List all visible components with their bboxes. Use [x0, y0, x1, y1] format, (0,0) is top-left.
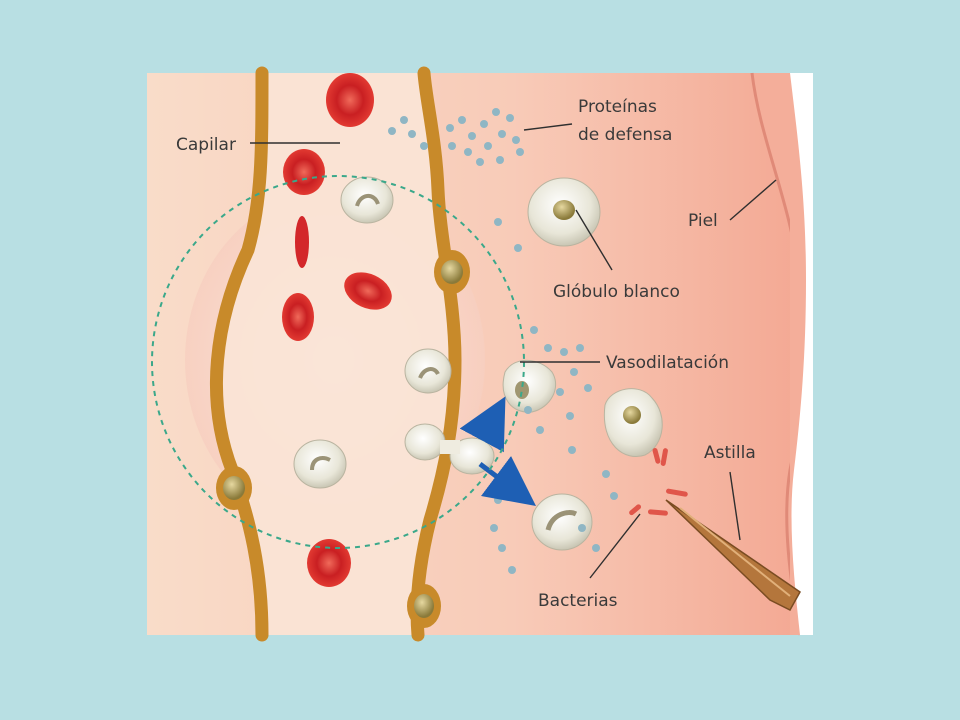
white-blood-cell	[527, 177, 601, 247]
label-astilla: Astilla	[704, 443, 756, 463]
white-blood-cell	[293, 439, 347, 489]
label-proteinas-2: de defensa	[578, 125, 672, 145]
label-piel: Piel	[688, 211, 718, 231]
white-blood-cells	[293, 176, 663, 551]
labels: Capilar Proteínas de defensa Piel Glóbul…	[176, 97, 756, 611]
white-blood-cell	[340, 176, 394, 224]
label-bacterias: Bacterias	[538, 591, 618, 611]
red-blood-cell	[283, 149, 325, 195]
splinter	[665, 499, 801, 611]
red-blood-cell	[307, 539, 351, 587]
label-vasodilatacion: Vasodilatación	[606, 353, 729, 373]
label-proteinas-1: Proteínas	[578, 97, 657, 117]
capillary-lumen	[216, 73, 455, 635]
leader-lines	[250, 123, 777, 579]
label-globulo-blanco: Glóbulo blanco	[553, 282, 680, 302]
defense-proteins	[388, 108, 618, 574]
label-capilar: Capilar	[176, 135, 236, 155]
red-blood-cell	[295, 216, 309, 268]
migration-arrows	[459, 396, 536, 506]
white-blood-cell	[404, 348, 452, 394]
white-blood-cell	[603, 388, 663, 457]
white-blood-cell	[531, 493, 593, 551]
red-blood-cells	[282, 73, 392, 587]
red-blood-cell	[282, 293, 314, 341]
red-blood-cell	[344, 272, 392, 310]
white-blood-cell	[502, 359, 557, 413]
bacteria	[629, 448, 688, 516]
capillary-walls	[209, 66, 470, 642]
red-blood-cell	[326, 73, 374, 127]
